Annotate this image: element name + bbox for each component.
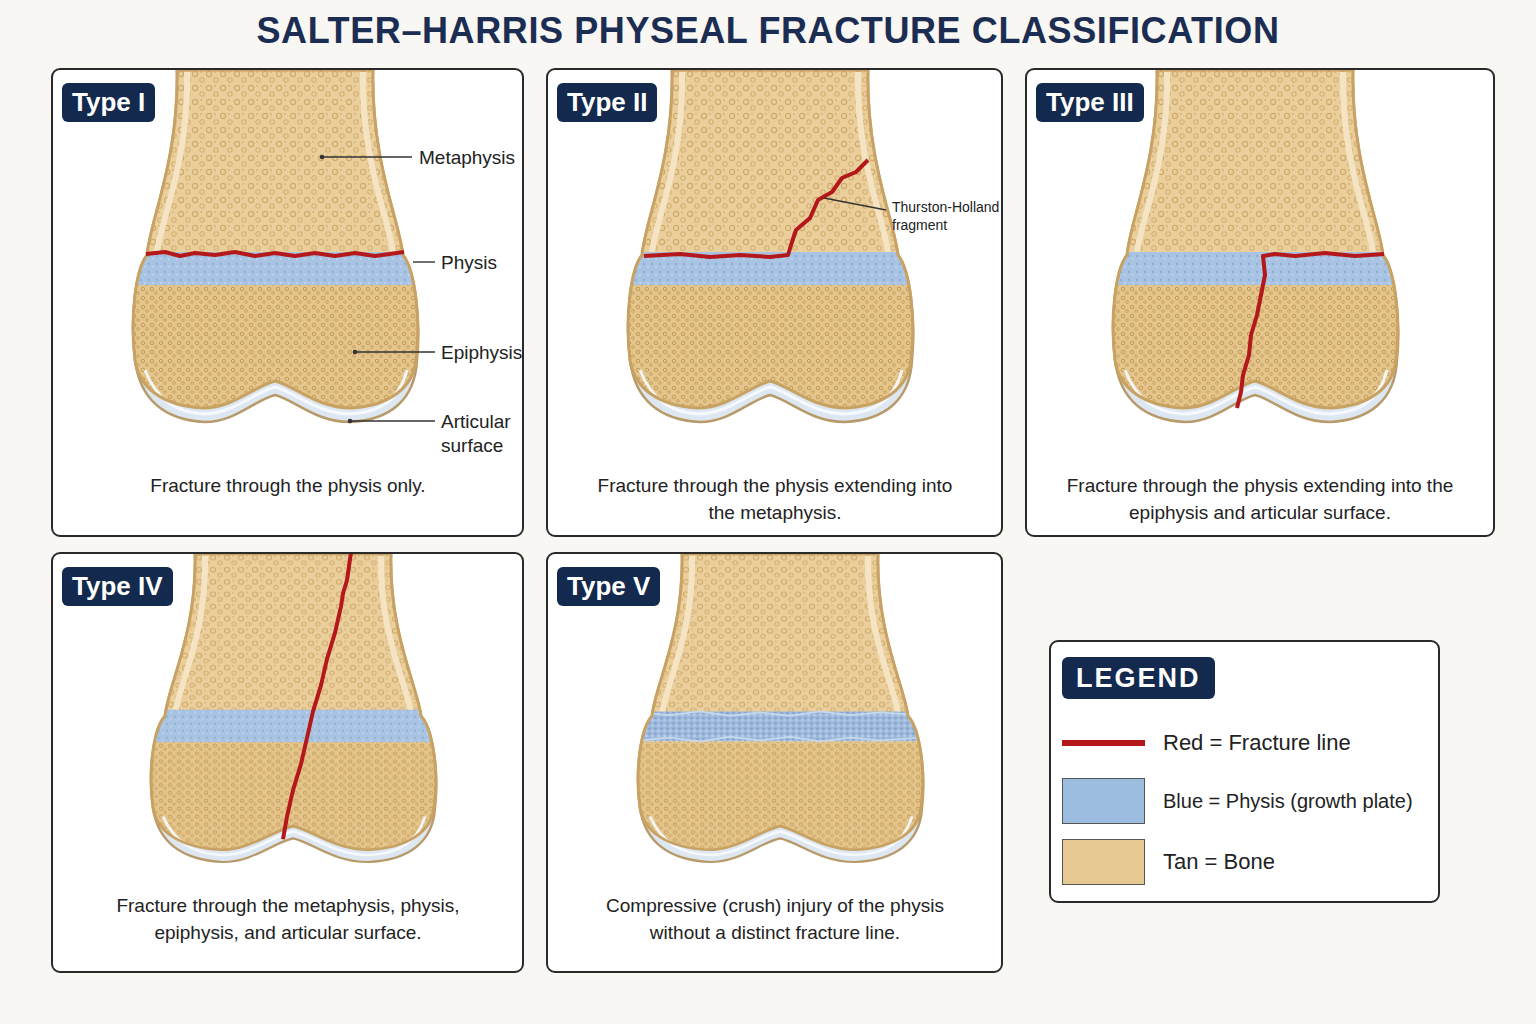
caption-text: Fracture through the metaphysis, physis,… — [88, 892, 488, 946]
legend-line-sample — [1062, 740, 1145, 746]
caption-text: Fracture through the physis extending in… — [1060, 472, 1460, 526]
legend-swatch — [1062, 839, 1145, 885]
part-label: Thurston-Holland fragment — [892, 198, 1000, 234]
type-badge: Type II — [557, 83, 657, 122]
legend-box: LEGEND Red = Fracture lineBlue = Physis (… — [1049, 640, 1440, 903]
legend-text: Tan = Bone — [1163, 849, 1275, 875]
type-badge: Type V — [557, 567, 660, 606]
type-panel: Type IV Fracture through the metaphysis, … — [51, 552, 524, 973]
part-label: Articular surface — [441, 410, 521, 458]
part-label: Metaphysis — [419, 146, 515, 170]
leader-lines — [320, 155, 886, 424]
part-label: Epiphysis — [441, 341, 522, 365]
type-panel: Type III Fracture through the physis exte… — [1025, 68, 1495, 537]
type-badge: Type I — [62, 83, 155, 122]
bone-type-3 — [1095, 70, 1415, 425]
bone-type-1 — [115, 70, 435, 425]
legend-text: Blue = Physis (growth plate) — [1163, 788, 1413, 814]
legend-text: Red = Fracture line — [1163, 730, 1351, 756]
caption-text: Fracture through the physis extending in… — [590, 472, 960, 526]
legend-swatch — [1062, 778, 1145, 824]
type-panel: Type V Compressive (crush) injury of the … — [546, 552, 1003, 973]
bone-type-2 — [610, 70, 930, 425]
legend-heading: LEGEND — [1062, 657, 1215, 699]
caption-text: Compressive (crush) injury of the physis… — [585, 892, 965, 946]
caption-text: Fracture through the physis only. — [73, 472, 503, 499]
diagram-title: SALTER–HARRIS PHYSEAL FRACTURE CLASSIFIC… — [0, 10, 1536, 52]
part-label: Physis — [441, 251, 497, 275]
type-panel: Type II Fracture through the physis exten… — [546, 68, 1003, 537]
bone-type-5 — [620, 554, 940, 865]
type-panel: Type I Fracture through the physis only. — [51, 68, 524, 537]
bone-type-4 — [133, 552, 453, 864]
type-badge: Type IV — [62, 567, 173, 606]
type-badge: Type III — [1036, 83, 1144, 122]
